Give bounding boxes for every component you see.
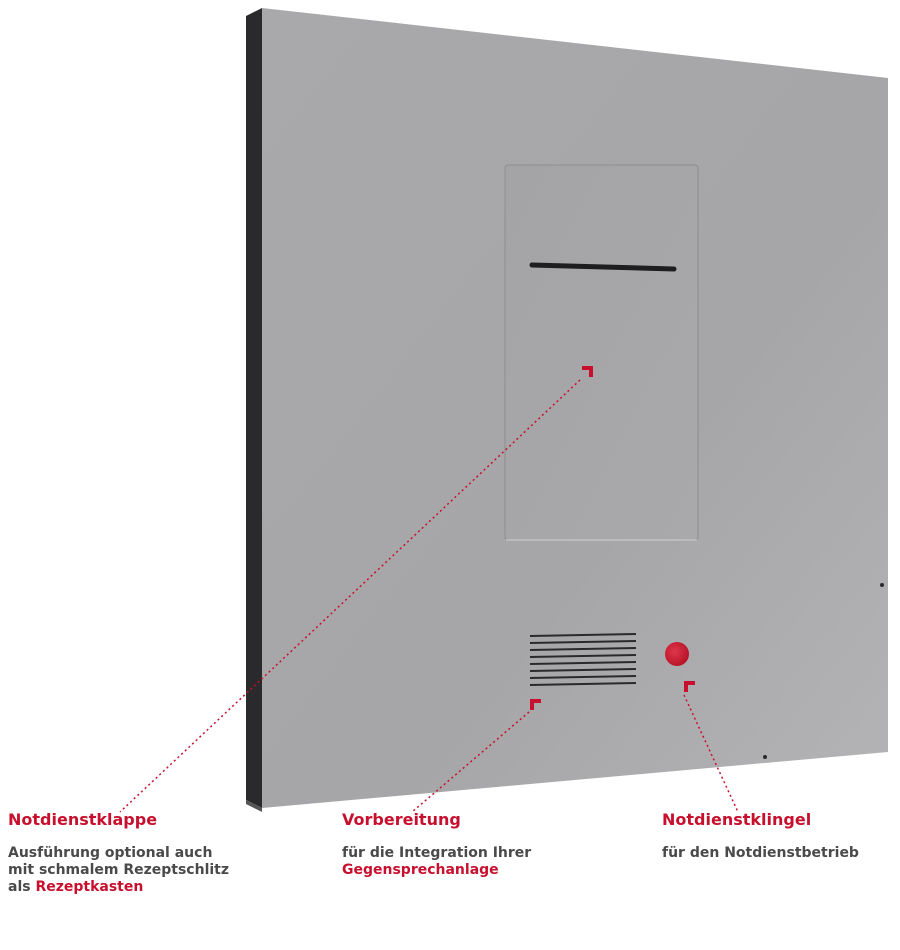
screw [763, 755, 767, 759]
panel-edge-shadow [246, 800, 262, 812]
intercom-grille [529, 633, 637, 686]
leader-line-flap [119, 379, 581, 813]
marker-flap [582, 366, 593, 377]
callout-emergency-flap: Notdienstklappe Ausführung optional auch… [8, 810, 229, 896]
callout-description: für den Notdienstbetrieb [662, 845, 859, 861]
leader-line-intercom [411, 711, 530, 813]
callout-title: Notdienstklingel [662, 810, 812, 829]
leader-line-bell [683, 694, 739, 813]
callout-title: Vorbereitung [342, 810, 461, 829]
marker-bell [684, 681, 695, 692]
emergency-flap [504, 164, 699, 541]
callout-description: für die Integration Ihrer Gegensprechanl… [342, 845, 532, 878]
callout-emergency-bell: Notdienstklingel für den Notdienstbetrie… [662, 810, 859, 862]
prescription-slot [529, 262, 677, 272]
callout-intercom-preparation: Vorbereitung für die Integration Ihrer G… [342, 810, 531, 879]
bell-button [665, 642, 689, 666]
panel-edge [246, 8, 262, 808]
callout-description: Ausführung optional auch mit schmalem Re… [8, 845, 230, 895]
callout-title: Notdienstklappe [8, 810, 158, 829]
marker-intercom [530, 699, 541, 710]
screw [880, 583, 884, 587]
